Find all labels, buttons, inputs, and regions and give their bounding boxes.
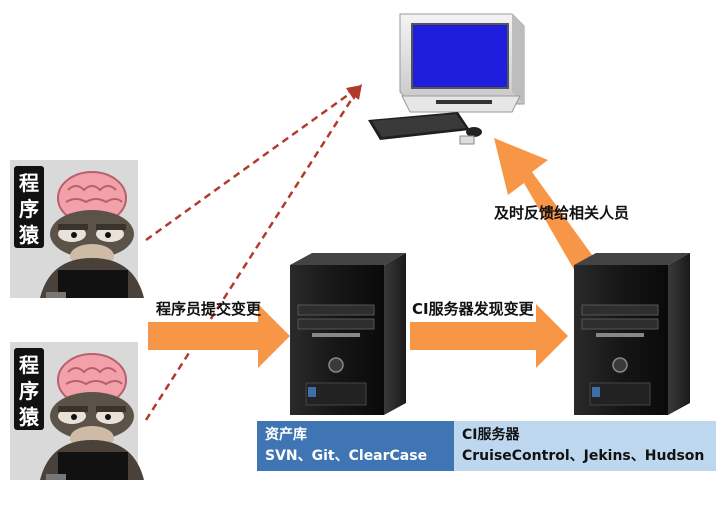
avatar-badge-char-2: 序 xyxy=(19,197,39,221)
ci-server-tools: CruiseControl、Jekins、Hudson xyxy=(462,448,705,464)
desktop-computer-icon xyxy=(368,13,525,145)
repository-server xyxy=(289,252,407,416)
repository-tools: SVN、Git、ClearCase xyxy=(265,448,428,464)
dashed-arrow-bottom xyxy=(144,84,362,421)
programmer-avatar-top: 程 序 猿 xyxy=(9,159,145,299)
server-tower-icon xyxy=(573,252,691,416)
avatar-badge-char-3: 猿 xyxy=(18,223,40,247)
avatar-badge-char-3: 猿 xyxy=(18,405,40,429)
ci-detect-changes-label: CI服务器发现变更 xyxy=(412,300,534,318)
repository-info-box: 资产库 SVN、Git、ClearCase xyxy=(257,421,457,471)
detect-arrow xyxy=(410,304,568,368)
dashed-arrow-top xyxy=(145,85,362,242)
feedback-arrow xyxy=(494,138,600,280)
ci-server-title: CI服务器 xyxy=(462,427,520,443)
avatar-badge-char-1: 程 xyxy=(19,171,39,195)
ci-server xyxy=(573,252,691,416)
repository-title: 资产库 xyxy=(265,427,307,443)
commit-arrow xyxy=(148,304,290,368)
commit-changes-label: 程序员提交变更 xyxy=(156,300,262,318)
desktop-computer xyxy=(368,13,525,145)
avatar-badge-char-1: 程 xyxy=(19,353,39,377)
feedback-label: 及时反馈给相关人员 xyxy=(494,204,630,222)
programmer-avatar-bottom: 程 序 猿 xyxy=(9,341,145,481)
avatar-badge-char-2: 序 xyxy=(19,379,39,403)
server-tower-icon xyxy=(289,252,407,416)
ci-server-info-box: CI服务器 CruiseControl、Jekins、Hudson xyxy=(454,421,716,471)
